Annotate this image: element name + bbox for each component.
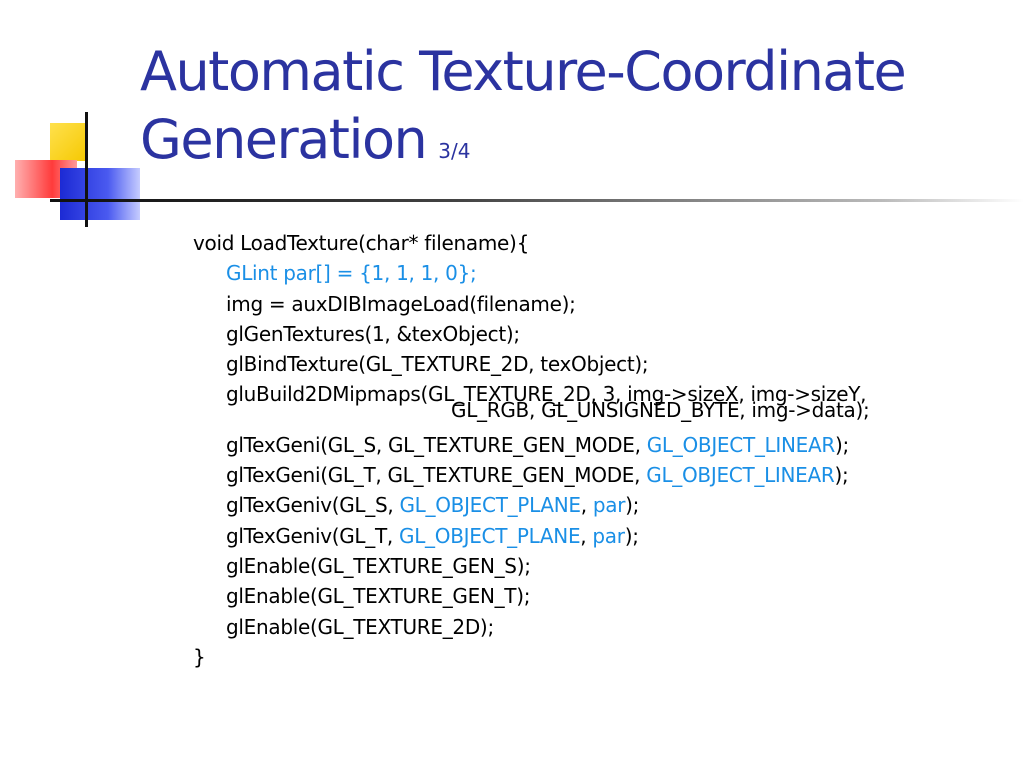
code-fragment: ); xyxy=(834,463,849,488)
vertical-line-decoration xyxy=(85,112,88,227)
code-fragment: ); xyxy=(834,432,849,457)
code-keyword: par xyxy=(592,493,626,518)
code-line: } xyxy=(193,644,206,669)
title-line-2: Generation 3/4 xyxy=(140,106,1020,185)
code-line: glEnable(GL_TEXTURE_GEN_S); xyxy=(226,553,531,578)
code-line: GLint par[] = {1, 1, 1, 0}; xyxy=(226,261,477,286)
code-line: glEnable(GL_TEXTURE_2D); xyxy=(226,614,494,639)
code-line: gluBuild2DMipmaps(GL_TEXTURE_2D, 3, img-… xyxy=(226,382,867,407)
code-fragment: , xyxy=(580,523,593,548)
code-fragment: ); xyxy=(624,523,639,548)
slide-decoration-logo xyxy=(0,0,140,240)
code-line: glBindTexture(GL_TEXTURE_2D, texObject); xyxy=(226,352,649,377)
code-fragment: glTexGeniv(GL_S, xyxy=(226,493,400,518)
code-line: glTexGeniv(GL_S, GL_OBJECT_PLANE, par); xyxy=(193,490,1003,520)
code-line: glTexGeniv(GL_T, GL_OBJECT_PLANE, par); xyxy=(193,521,1003,551)
code-keyword: GL_OBJECT_LINEAR xyxy=(646,463,835,488)
code-block: void LoadTexture(char* filename){ GLint … xyxy=(193,228,1003,672)
code-keyword: par xyxy=(592,523,625,548)
horizontal-line-decoration xyxy=(50,199,90,202)
slide-page-number: 3/4 xyxy=(438,139,471,163)
blue-square-decoration xyxy=(60,168,140,220)
code-fragment: glTexGeniv(GL_T, xyxy=(226,523,400,548)
code-keyword: GL_OBJECT_LINEAR xyxy=(646,432,836,457)
yellow-square-decoration xyxy=(50,123,88,161)
code-fragment: , xyxy=(580,493,593,518)
code-line: glTexGeni(GL_S, GL_TEXTURE_GEN_MODE, GL_… xyxy=(193,430,1003,460)
title-line-1: Automatic Texture-Coordinate xyxy=(140,40,907,103)
code-line-continuation: GL_RGB, GL_UNSIGNED_BYTE, img->data); xyxy=(451,397,870,422)
code-fragment: glTexGeni(GL_S, GL_TEXTURE_GEN_MODE, xyxy=(226,432,647,457)
title-line-2-text: Generation xyxy=(140,108,428,171)
code-line: glGenTextures(1, &texObject); xyxy=(226,321,520,346)
code-keyword: GL_OBJECT_PLANE xyxy=(399,493,581,518)
slide-title: Automatic Texture-Coordinate Generation 3… xyxy=(140,38,1020,185)
code-fragment: ); xyxy=(625,493,640,518)
code-keyword: GL_OBJECT_PLANE xyxy=(399,523,581,548)
code-line: img = auxDIBImageLoad(filename); xyxy=(226,291,576,316)
code-line: void LoadTexture(char* filename){ xyxy=(193,231,529,255)
code-fragment: glTexGeni(GL_T, GL_TEXTURE_GEN_MODE, xyxy=(226,463,647,488)
title-divider xyxy=(88,199,1024,202)
code-line: glEnable(GL_TEXTURE_GEN_T); xyxy=(226,584,531,609)
code-line: glTexGeni(GL_T, GL_TEXTURE_GEN_MODE, GL_… xyxy=(193,460,1003,490)
